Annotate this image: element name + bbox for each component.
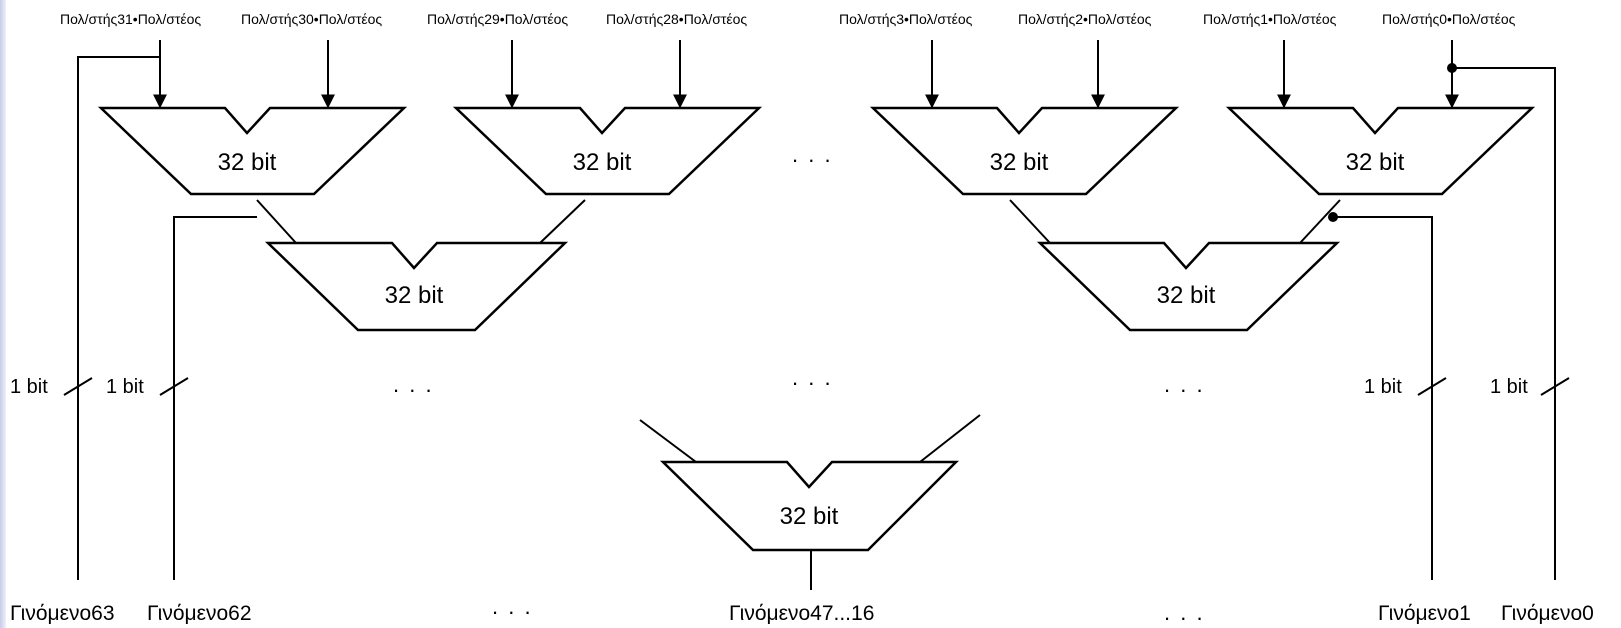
output-label-product47-16: Γινόμενο47...16 — [729, 602, 874, 625]
adder-32bit — [1225, 106, 1536, 196]
adder-label: 32 bit — [573, 149, 632, 176]
input-label-30: Πολ/στής30•Πολ/στέος — [241, 11, 382, 27]
adder-label: 32 bit — [1157, 282, 1216, 309]
link-wire — [539, 199, 586, 244]
input-label-1: Πολ/στής1•Πολ/στέος — [1203, 11, 1337, 27]
link-wire — [639, 419, 697, 463]
left-edge-strip — [0, 0, 6, 628]
input-label-2: Πολ/στής2•Πολ/στέος — [1018, 11, 1152, 27]
bypass-wire-product1 — [1333, 216, 1433, 580]
input-label-31: Πολ/στής31•Πολ/στέος — [60, 11, 201, 27]
output-label-product62: Γινόμενο62 — [147, 602, 252, 625]
adder-32bit — [869, 106, 1180, 196]
output-label-product0: Γινόμενο0 — [1501, 602, 1594, 625]
ellipsis: . . . — [792, 365, 833, 390]
link-wire — [256, 199, 297, 244]
adder-32bit — [264, 241, 569, 332]
adder-label: 32 bit — [218, 149, 277, 176]
input-label-28: Πολ/στής28•Πολ/στέος — [606, 11, 747, 27]
link-wire — [1299, 199, 1341, 244]
adder-label: 32 bit — [780, 503, 839, 530]
ellipsis: . . . — [1164, 600, 1205, 625]
bus-tick — [63, 377, 93, 396]
adder-label: 32 bit — [1346, 149, 1405, 176]
bypass-wire-product63 — [77, 56, 160, 580]
adder-32bit — [97, 106, 408, 196]
adder-label: 32 bit — [385, 282, 444, 309]
bus-tick — [1540, 377, 1570, 396]
input-label-29: Πολ/στής29•Πολ/στέος — [427, 11, 568, 27]
input-label-3: Πολ/στής3•Πολ/στέος — [839, 11, 973, 27]
ellipsis: . . . — [393, 372, 434, 397]
bus-tick — [159, 377, 189, 396]
bus-width-label: 1 bit — [106, 376, 144, 398]
ellipsis: . . . — [792, 142, 833, 167]
link-wire — [1009, 199, 1051, 244]
adder-32bit-final — [659, 460, 960, 552]
bypass-wire-product62 — [173, 216, 257, 580]
bus-width-label: 1 bit — [1490, 376, 1528, 398]
bus-width-label: 1 bit — [10, 376, 48, 398]
bypass-wire-product0 — [1452, 67, 1556, 580]
bus-width-label: 1 bit — [1364, 376, 1402, 398]
output-label-product1: Γινόμενο1 — [1378, 602, 1471, 625]
adder-32bit — [1036, 241, 1341, 332]
adder-label: 32 bit — [990, 149, 1049, 176]
input-label-0: Πολ/στής0•Πολ/στέος — [1382, 11, 1516, 27]
ellipsis: . . . — [492, 594, 533, 619]
bus-tick — [1417, 377, 1447, 396]
link-wire — [919, 414, 981, 463]
ellipsis: . . . — [1164, 372, 1205, 397]
adder-32bit — [452, 106, 763, 196]
output-label-product63: Γινόμενο63 — [10, 602, 115, 625]
